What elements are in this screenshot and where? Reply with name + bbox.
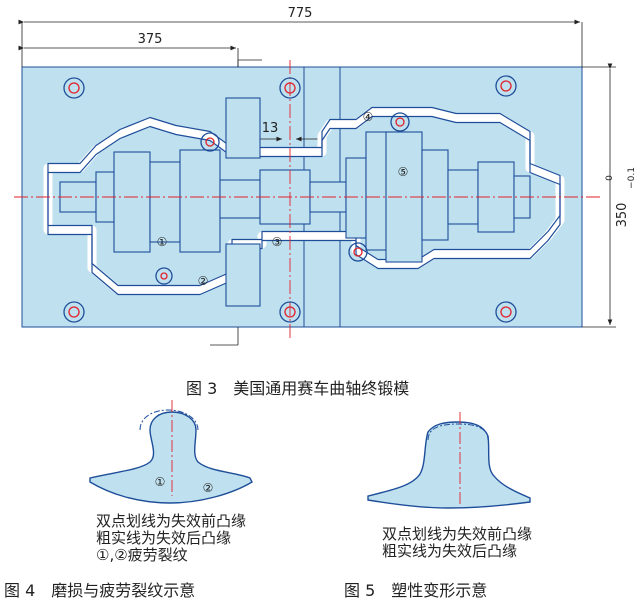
dim-height-tol-upper: 0 xyxy=(605,175,615,181)
fig3-caption: 图 3 美国通用赛车曲轴终锻模 xyxy=(186,379,410,398)
fig4-note-3: ①,②疲劳裂纹 xyxy=(96,546,188,564)
centre-lines xyxy=(14,60,600,338)
dim-gap: 13 xyxy=(262,121,279,136)
fig5-flange-drawing xyxy=(367,412,531,509)
fig4-note-2: 粗实线为失效后凸缘 xyxy=(96,529,232,547)
dimension-lines xyxy=(18,19,616,346)
fig4-flange-drawing: ① ② xyxy=(89,400,253,504)
crankshaft-impression xyxy=(59,97,531,307)
marker-2: ② xyxy=(198,274,209,288)
dim-height-tol-lower: −0.1 xyxy=(627,167,637,189)
dim-partial-width: 375 xyxy=(138,32,163,47)
dim-height: 350 xyxy=(615,203,630,228)
marker-5: ⑤ xyxy=(398,165,409,179)
dim-overall-width: 775 xyxy=(288,6,313,21)
fig4-marker-1: ① xyxy=(155,475,166,489)
guide-pin-holes xyxy=(63,75,517,323)
fig5-note-2: 粗实线为失效后凸缘 xyxy=(382,542,518,560)
fig4-caption: 图 4 磨损与疲劳裂纹示意 xyxy=(4,581,196,600)
fig4-marker-2: ② xyxy=(203,481,214,495)
fig4-note-1: 双点划线为失效前凸缘 xyxy=(96,512,247,530)
marker-3: ③ xyxy=(272,235,283,249)
marker-1: ① xyxy=(157,235,168,249)
fig5-note-1: 双点划线为失效前凸缘 xyxy=(382,525,533,543)
marker-4: ④ xyxy=(363,110,374,124)
fig5-caption: 图 5 塑性变形示意 xyxy=(344,581,488,600)
